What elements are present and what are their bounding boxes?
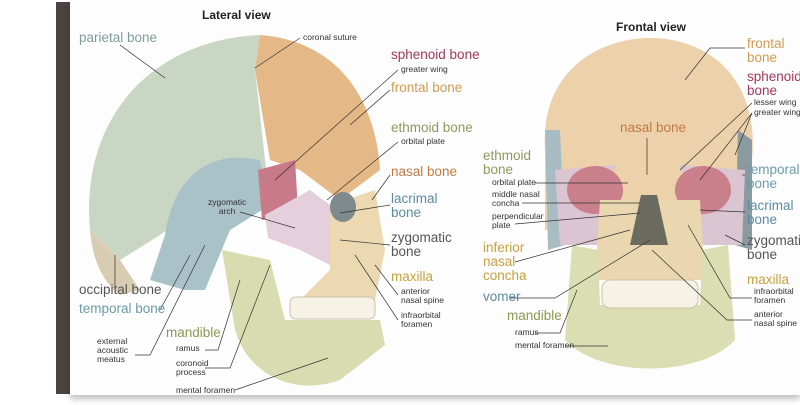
label-lesser-wing: lesser wing [754,97,797,107]
lateral-view-title: Lateral view [202,8,271,22]
label-coronal-suture: coronal suture [303,32,357,42]
leader-lines [114,37,753,391]
label-maxilla: maxilla [391,269,434,284]
label-vomer: vomer [483,289,521,304]
label-mental-foramen-f: mental foramen [515,340,575,350]
lateral-skull [89,35,385,386]
frontal-bone-shape [255,35,380,200]
label-mandible-f: mandible [507,308,562,323]
label-orbital-plate-f: orbital plate [492,177,536,187]
maxilla-shape [300,190,385,300]
label-frontal-bone: frontal bone [391,80,463,95]
label-orbital-plate: orbital plate [401,136,445,146]
frontal-view-title: Frontal view [616,20,687,34]
label-parietal-bone: parietal bone [79,30,158,45]
label-ramus-f: ramus [515,327,539,337]
frontal-skull [544,38,753,369]
teeth [289,296,376,320]
temporal-bone-shape [150,157,270,290]
label-sphenoid-bone: sphenoid bone [391,47,480,62]
label-occipital-bone: occipital bone [79,282,162,297]
label-nasal-bone-f: nasal bone [620,120,687,135]
label-ethmoid-bone: ethmoid bone [391,120,473,135]
label-greater-wing: greater wing [401,64,448,74]
label-mandible: mandible [166,325,221,340]
label-maxilla-f: maxilla [747,272,790,287]
label-temporal-bone: temporal bone [79,301,166,316]
canvas-edge [56,2,70,394]
label-nasal-bone: nasal bone [391,164,458,179]
nasal-cavity [630,195,668,245]
parietal-bone-shape [89,35,271,260]
label-greater-wing-f: greater wing [754,107,800,117]
label-mental-foramen: mental foramen [176,385,236,395]
orbit [330,192,356,222]
label-ramus: ramus [176,343,200,353]
teeth [601,279,699,309]
